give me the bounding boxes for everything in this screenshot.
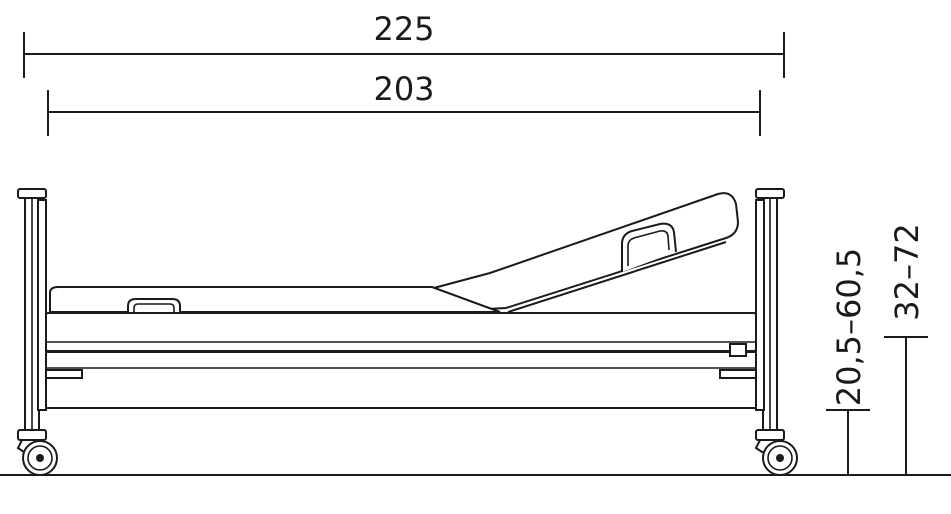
right-caster-wheel xyxy=(754,429,798,476)
lower-frame xyxy=(45,351,757,409)
right-post xyxy=(755,188,785,431)
mattress-length-label: 203 xyxy=(373,70,434,108)
bed-base-rail xyxy=(45,312,757,357)
lying-height-label: 20,5–60,5 xyxy=(830,248,868,407)
left-post xyxy=(17,188,47,431)
overall-length-label: 225 xyxy=(373,10,434,48)
left-caster-wheel xyxy=(16,429,58,476)
flat-mattress xyxy=(49,286,501,313)
backrest-mattress xyxy=(429,192,740,314)
frame-height-label: 32–72 xyxy=(888,223,926,320)
mattress-length-dimension: 203 xyxy=(47,70,761,136)
overall-length-dimension: 225 xyxy=(23,10,785,78)
lying-height-dimension: 20,5–60,5 xyxy=(826,248,870,475)
frame-height-dimension: 32–72 xyxy=(884,223,928,475)
bed-illustration xyxy=(16,188,798,476)
